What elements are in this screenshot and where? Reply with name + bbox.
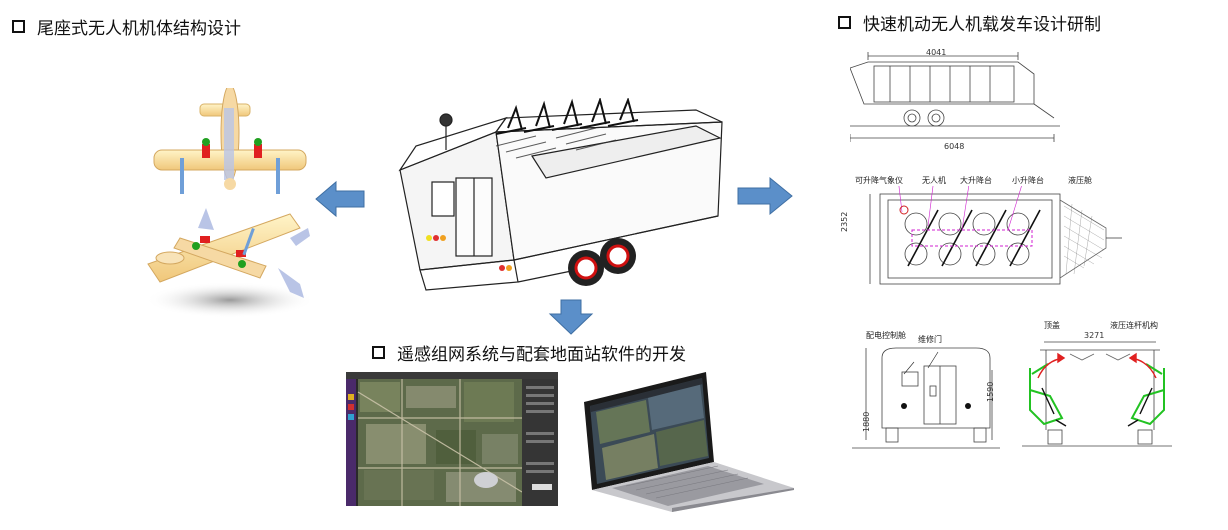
tailsitter-drone-renders: [145, 88, 315, 318]
bullet-square-icon: [838, 16, 851, 29]
heading-software: 遥感组网系统与配套地面站软件的开发: [372, 340, 686, 365]
laptop-ground-station: [584, 372, 794, 512]
drone-shadow: [145, 282, 315, 318]
dim-width-plan: 2352: [840, 211, 849, 232]
label-weather-instrument: 可升降气象仪: [855, 176, 903, 185]
trailer-wheels: [568, 238, 636, 286]
dim-length-bottom: 6048: [944, 142, 965, 151]
vehicle-plan-drawing: [869, 186, 1122, 285]
vehicle-side-elevation-drawing: [850, 52, 1060, 142]
vehicle-section-drawing: [1022, 341, 1172, 447]
heading-tailsitter-text: 尾座式无人机机体结构设计: [37, 19, 241, 39]
arrow-down-icon: [548, 299, 594, 335]
arrow-right-icon: [737, 176, 793, 216]
heading-vehicle: 快速机动无人机载发车设计研制: [838, 10, 1101, 35]
vehicle-rear-elevation-drawing: [852, 347, 1000, 449]
bullet-square-icon: [12, 20, 25, 33]
dim-height-right: 1590: [986, 381, 995, 402]
launch-vehicle-3d-drawing: [398, 98, 723, 291]
drone-perspective-view: [147, 208, 310, 298]
label-hydraulic-cabin: 液压舱: [1068, 176, 1092, 185]
drone-front-view: [153, 88, 307, 194]
label-large-lift: 大升降台: [960, 176, 992, 185]
label-uav: 无人机: [922, 176, 946, 185]
label-linkage: 液压连杆机构: [1110, 321, 1158, 330]
dim-length-top: 4041: [926, 48, 947, 57]
bullet-square-icon: [372, 346, 385, 359]
label-roof: 顶盖: [1044, 321, 1060, 330]
label-service-door: 维修门: [918, 335, 942, 344]
ground-station-screenshot: [346, 372, 558, 506]
dim-width-section: 3271: [1084, 331, 1105, 340]
heading-vehicle-text: 快速机动无人机载发车设计研制: [863, 15, 1101, 35]
label-small-lift: 小升降台: [1012, 176, 1044, 185]
arrow-left-icon: [315, 180, 365, 218]
dim-height-left: 1880: [862, 411, 871, 432]
heading-tailsitter: 尾座式无人机机体结构设计: [12, 14, 241, 39]
label-control-cabin: 配电控制舱: [866, 331, 906, 340]
heading-software-text: 遥感组网系统与配套地面站软件的开发: [397, 345, 686, 365]
